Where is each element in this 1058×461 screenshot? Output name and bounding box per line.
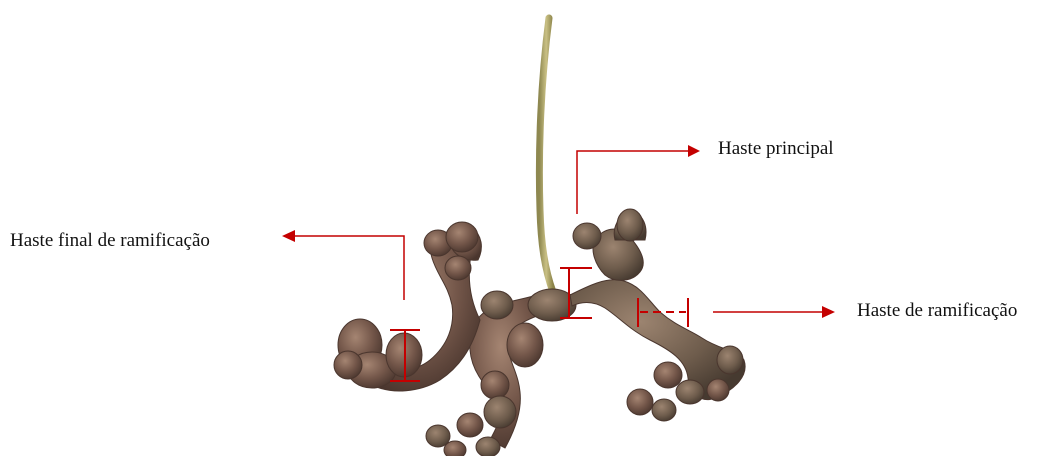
main-stem-shape <box>539 18 553 292</box>
branch-stem-label: Haste de ramificação <box>857 301 1017 320</box>
branch-leader <box>713 306 835 318</box>
main-stem-label: Haste principal <box>718 139 834 158</box>
final-branch-leader <box>282 230 404 300</box>
final-branch-stem-label: Haste final de ramificação <box>10 231 210 250</box>
main-stem-leader <box>577 145 700 214</box>
